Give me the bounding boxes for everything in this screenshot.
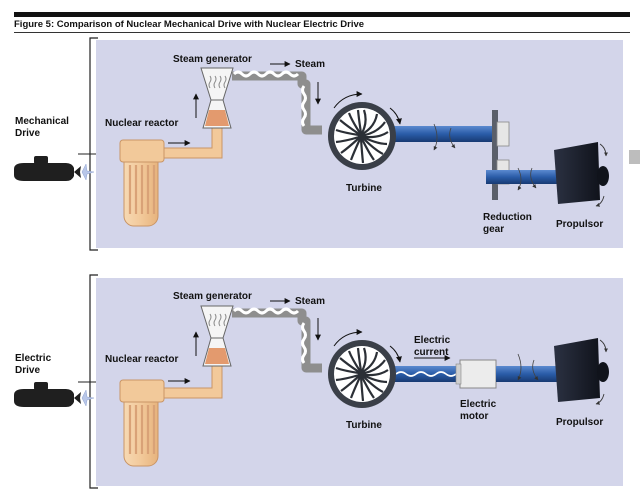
steam-label: Steam xyxy=(295,59,325,70)
scrollbar-handle[interactable] xyxy=(629,150,640,164)
electric-motor-icon xyxy=(455,359,497,389)
reduction-gear-label-line1: Reduction xyxy=(483,212,532,223)
turbine-shaft xyxy=(392,126,492,142)
electric-motor-label-line1: Electric xyxy=(460,399,497,410)
mechanical-drive-section: Mechanical Drive xyxy=(13,37,623,251)
electric-label-line1: Electric xyxy=(15,353,52,364)
propulsor-icon xyxy=(554,338,609,405)
turbine-label: Turbine xyxy=(346,420,382,431)
electric-current-label-line2: current xyxy=(414,347,449,358)
nuclear-reactor-icon xyxy=(119,123,223,227)
submarine-icon xyxy=(13,155,95,182)
mechanical-label-line2: Drive xyxy=(15,128,40,139)
electric-motor-label-line2: motor xyxy=(460,411,488,422)
nuclear-reactor-label: Nuclear reactor xyxy=(105,118,178,129)
turbine-label: Turbine xyxy=(346,183,382,194)
turbine-icon xyxy=(326,100,398,172)
reduction-gear-icon xyxy=(486,110,560,200)
propulsor-label: Propulsor xyxy=(556,219,603,230)
nuclear-reactor-icon xyxy=(119,363,223,467)
figure-title: Figure 5: Comparison of Nuclear Mechanic… xyxy=(14,19,365,30)
nuclear-reactor-label: Nuclear reactor xyxy=(105,354,178,365)
title-rule xyxy=(14,32,630,33)
electric-current-label-line1: Electric xyxy=(414,335,451,346)
electric-label-line2: Drive xyxy=(15,365,40,376)
mechanical-label-line1: Mechanical xyxy=(15,116,69,127)
propulsor-shaft xyxy=(496,366,558,382)
propulsor-label: Propulsor xyxy=(556,417,603,428)
steam-generator-label: Steam generator xyxy=(173,291,252,302)
electric-drive-section: Electric Drive xyxy=(13,274,623,489)
submarine-icon xyxy=(13,381,95,408)
top-rule xyxy=(14,12,630,17)
steam-generator-label: Steam generator xyxy=(173,54,252,65)
turbine-icon xyxy=(326,338,398,410)
steam-label: Steam xyxy=(295,296,325,307)
propulsor-icon xyxy=(554,142,609,207)
reduction-gear-label-line2: gear xyxy=(483,224,504,235)
